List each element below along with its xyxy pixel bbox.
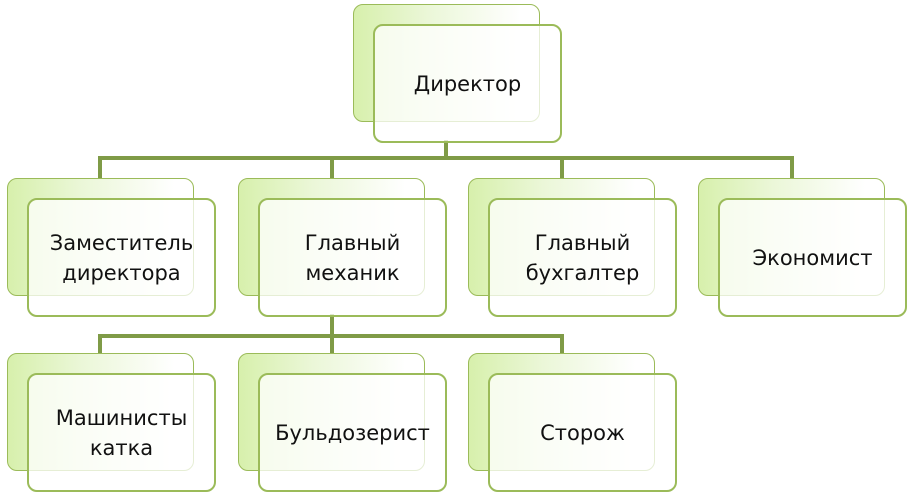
node-box [27,373,216,492]
node-box [488,373,677,492]
node-box [258,373,447,492]
node-label: Экономист [752,245,873,270]
node-label: Главный бухгалтер [525,230,640,285]
node-box [488,198,677,317]
node-box [258,198,447,317]
node-box [27,198,216,317]
node-box [373,24,562,143]
node-label: Главный механик [304,230,401,285]
node-label: Машинисты катка [55,405,188,460]
node-label: Бульдозерист [275,420,430,445]
node-box [718,198,907,317]
node-label: Заместитель директора [49,230,194,285]
node-label: Директор [413,71,522,96]
node-label: Сторож [540,420,625,445]
